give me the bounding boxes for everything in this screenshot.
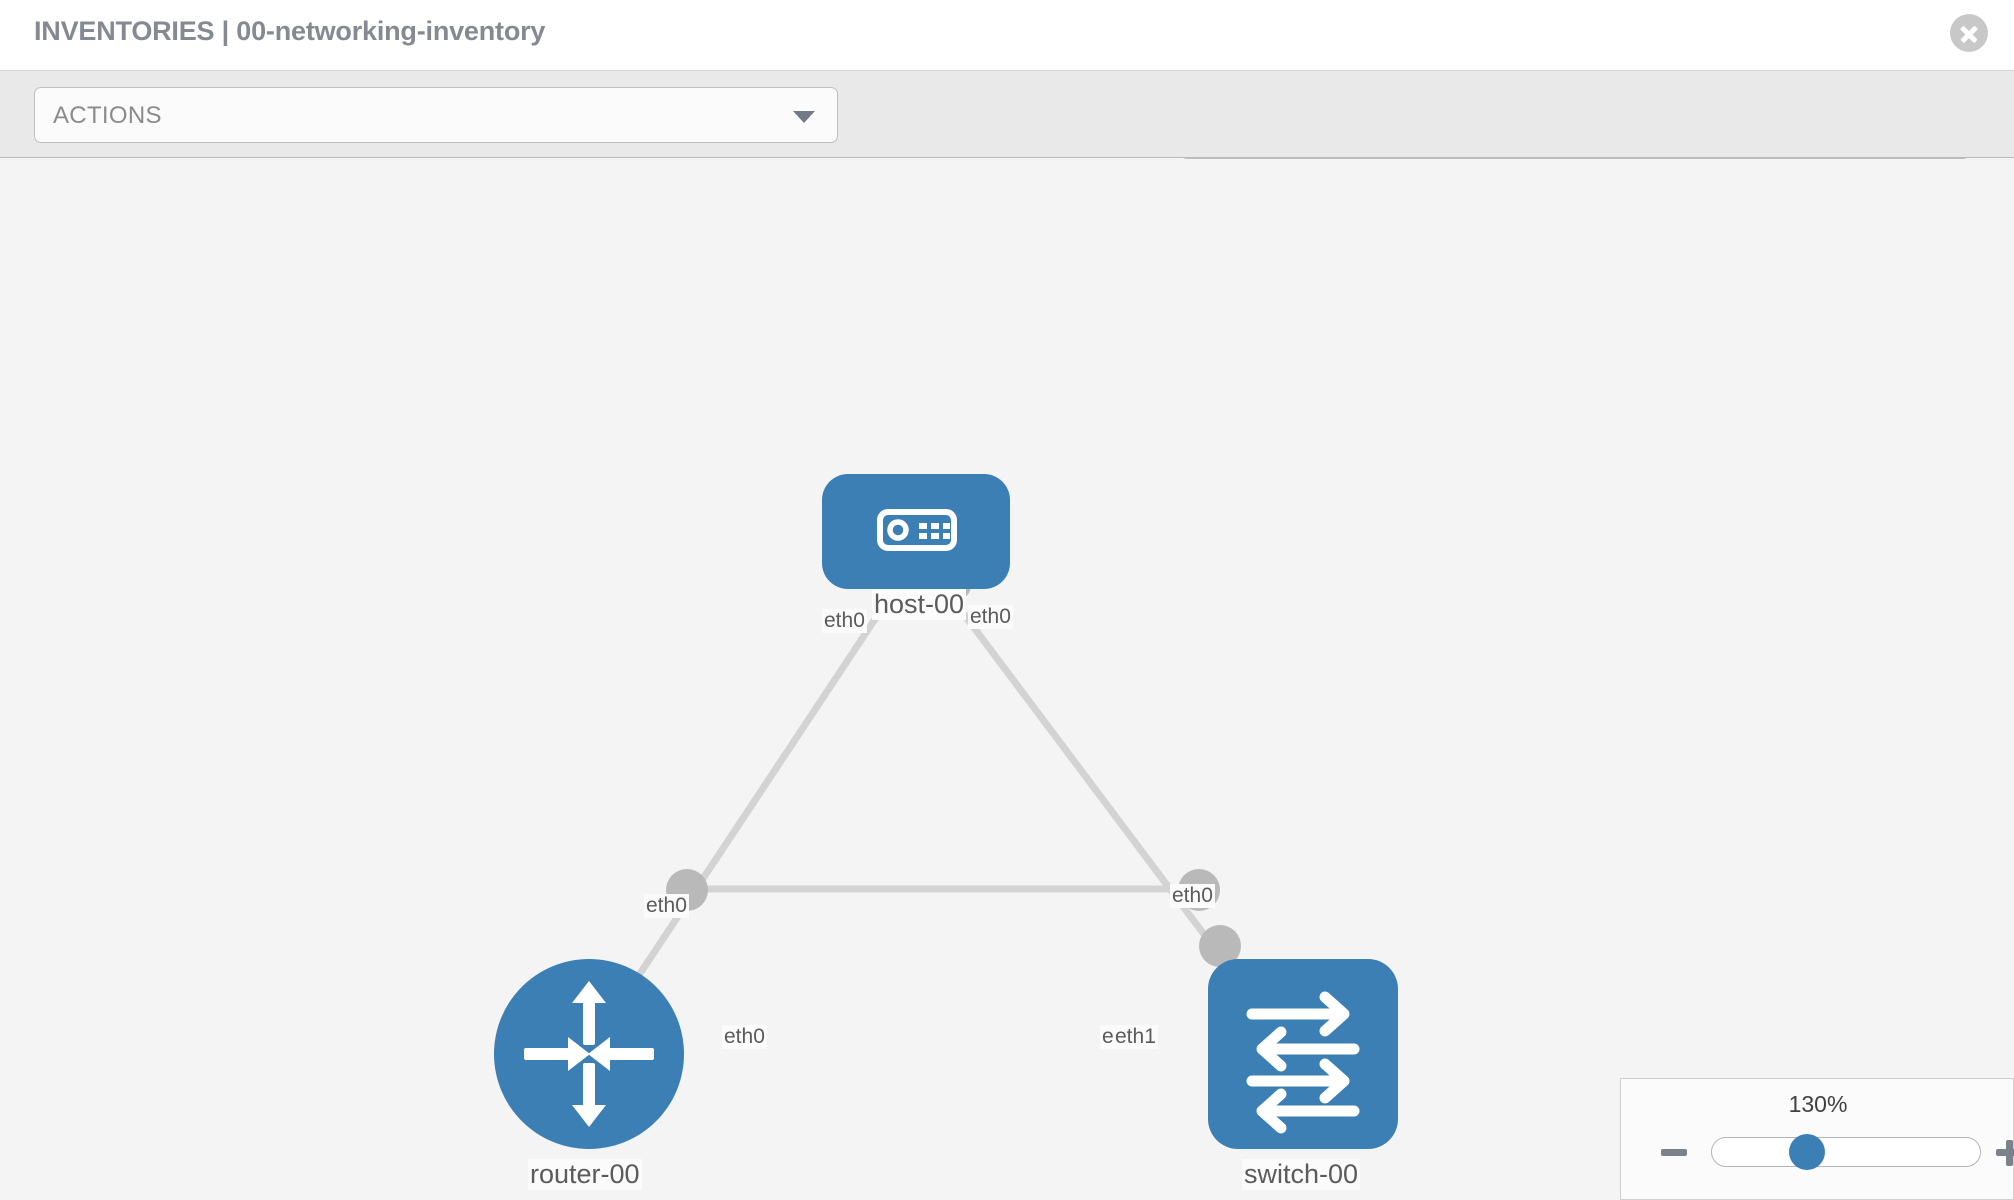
toolbar: ACTIONS SEARCH [0,71,2014,214]
actions-dropdown[interactable]: ACTIONS [34,87,838,143]
node-router-00[interactable] [494,959,684,1149]
minus-icon[interactable] [1661,1149,1687,1156]
plus-icon-vertical[interactable] [2005,1139,2013,1166]
node-label-switch-00: switch-00 [1242,1159,1361,1190]
router-icon [524,981,654,1127]
edge-host-router [597,587,898,1036]
zoom-slider[interactable] [1711,1137,1981,1167]
iface-label-switch-upper: eth0 [1170,884,1215,908]
zoom-slider-thumb[interactable] [1789,1134,1825,1170]
zoom-control-panel: 130% [1620,1078,2014,1200]
node-host-00-shape[interactable] [822,474,1010,589]
page-header: INVENTORIES | 00-networking-inventory [0,0,2014,71]
server-icon [877,509,957,551]
node-label-host-00: host-00 [872,589,967,620]
chevron-down-icon [793,111,815,123]
iface-label-router-upper: eth0 [644,894,689,918]
node-label-router-00: router-00 [528,1159,642,1190]
iface-label-host-right: eth0 [968,605,1013,629]
plus-icon[interactable] [1996,1149,2014,1156]
topology-edges [597,586,1248,1036]
iface-label-switch-left: eth1 [1113,1025,1158,1049]
zoom-level-value: 130% [1788,1091,1848,1117]
topology-canvas[interactable]: host-00 eth0 eth0 router-00 eth0 eth0 [0,159,2014,1200]
edge-host-switch [942,586,1248,992]
node-host-00[interactable] [822,474,1010,589]
switch-icon [1246,991,1360,1134]
node-switch-00[interactable] [1208,959,1398,1149]
iface-label-router-right: eth0 [722,1025,767,1049]
close-icon[interactable] [1950,14,1988,52]
page-title: INVENTORIES | 00-networking-inventory [34,16,546,46]
iface-label-host-left: eth0 [822,609,867,633]
actions-dropdown-label: ACTIONS [53,102,162,129]
